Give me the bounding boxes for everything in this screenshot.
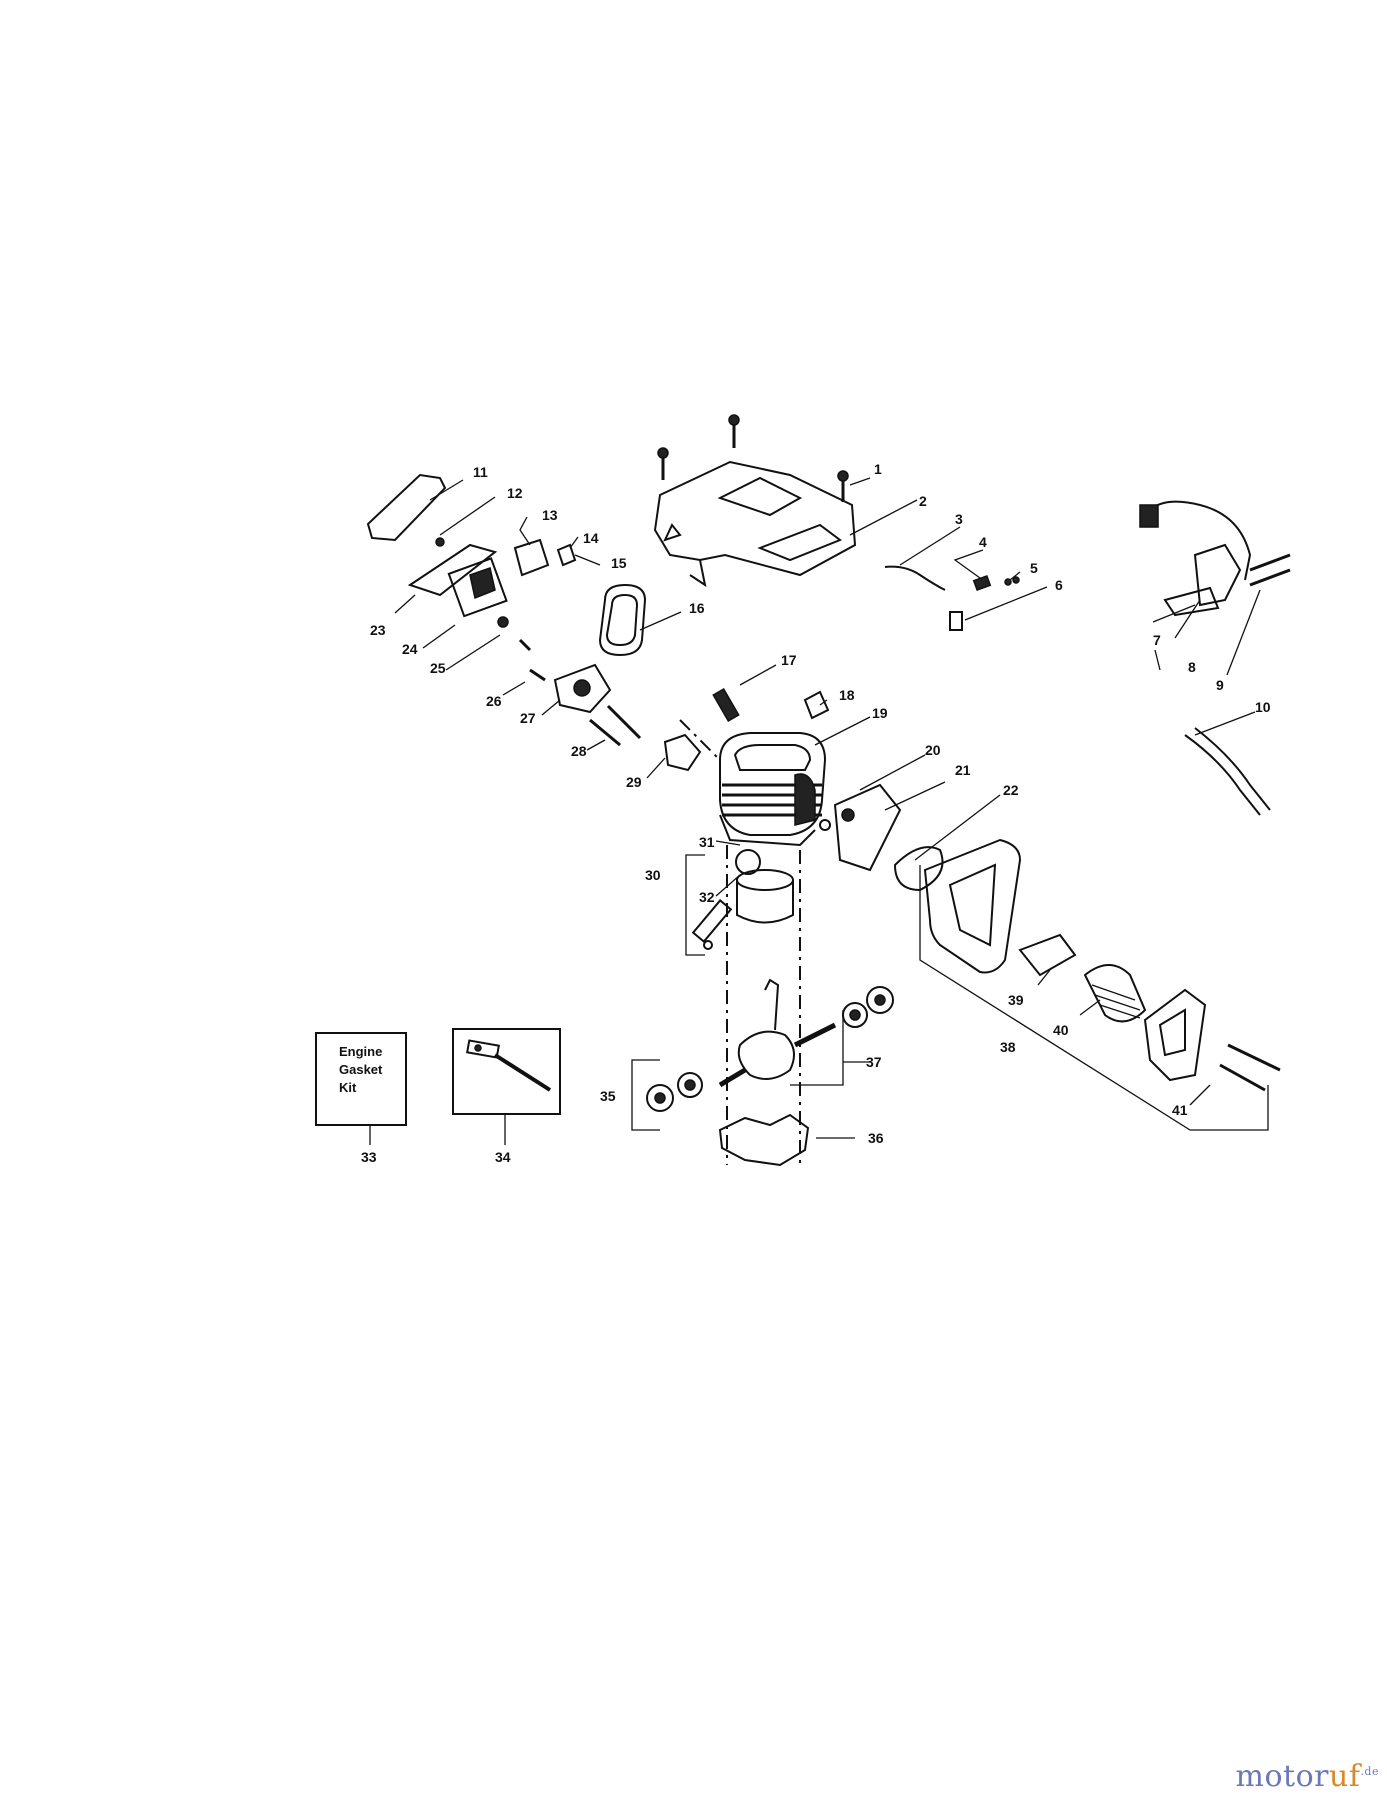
callout-7: 7 [1153, 632, 1161, 648]
carburetor-icon [407, 537, 577, 628]
callout-5: 5 [1030, 560, 1038, 576]
kit-label-line3: Kit [339, 1080, 357, 1095]
callout-15: 15 [611, 555, 627, 571]
kit-label-line2: Gasket [339, 1062, 383, 1077]
screw-icon [657, 414, 849, 502]
air-filter-icon [366, 473, 447, 542]
callout-24: 24 [402, 641, 418, 657]
callout-23: 23 [370, 622, 386, 638]
callout-2: 2 [919, 493, 927, 509]
watermark-part-3: .de [1360, 1765, 1379, 1778]
wrench-icon [466, 1039, 552, 1092]
callout-40: 40 [1053, 1022, 1069, 1038]
callout-9: 9 [1216, 677, 1224, 693]
muffler-gasket-icon [893, 846, 944, 892]
callout-14: 14 [583, 530, 599, 546]
callout-17: 17 [781, 652, 797, 668]
cylinder-icon [719, 732, 827, 847]
callout-10: 10 [1255, 699, 1271, 715]
intake-boot-icon [598, 583, 647, 657]
callout-25: 25 [430, 660, 446, 676]
leader-lines [369, 477, 1261, 1145]
bracket-30 [685, 854, 705, 956]
crankshaft-icon [718, 978, 894, 1088]
bracket-35 [631, 1059, 660, 1131]
crankcase-icon [718, 1113, 810, 1167]
callout-22: 22 [1003, 782, 1019, 798]
callout-41: 41 [1172, 1102, 1188, 1118]
callout-39: 39 [1008, 992, 1024, 1008]
ignition-wire-icon [1184, 727, 1271, 816]
callout-32: 32 [699, 889, 715, 905]
watermark-logo: motoruf.de [1236, 1759, 1379, 1794]
callout-31: 31 [699, 834, 715, 850]
callout-33: 33 [361, 1149, 377, 1165]
callout-1: 1 [874, 461, 882, 477]
ignition-coil-icon [1139, 500, 1291, 617]
callout-6: 6 [1055, 577, 1063, 593]
bracket-37 [790, 1010, 844, 1086]
callout-35: 35 [600, 1088, 616, 1104]
watermark-part-2: uf [1329, 1759, 1361, 1794]
screw-icon [518, 638, 642, 747]
insulator-icon [663, 733, 702, 772]
callout-34: 34 [495, 1149, 511, 1165]
callout-18: 18 [839, 687, 855, 703]
piston-icon [691, 849, 794, 950]
callout-30: 30 [645, 867, 661, 883]
callout-38: 38 [1000, 1039, 1016, 1055]
callout-3: 3 [955, 511, 963, 527]
kit-label-line1: Engine [339, 1044, 382, 1059]
callout-27: 27 [520, 710, 536, 726]
fuel-line-icon [884, 565, 1020, 631]
bearing-icon [646, 1072, 703, 1112]
gasket-kit-box [315, 1032, 407, 1126]
callout-4: 4 [979, 534, 987, 550]
spark-plug-icon [712, 687, 830, 723]
muffler-icon [923, 838, 1281, 1092]
callout-36: 36 [868, 1130, 884, 1146]
tool-box [452, 1028, 561, 1115]
callout-21: 21 [955, 762, 971, 778]
callout-8: 8 [1188, 659, 1196, 675]
callout-26: 26 [486, 693, 502, 709]
callout-19: 19 [872, 705, 888, 721]
callout-16: 16 [689, 600, 705, 616]
callout-13: 13 [542, 507, 558, 523]
dashed-intake-line [679, 719, 721, 761]
callout-29: 29 [626, 774, 642, 790]
exhaust-gasket-icon [819, 783, 902, 872]
callout-37: 37 [866, 1054, 882, 1070]
engine-cover-icon [653, 460, 857, 588]
catalyst-icon [1083, 964, 1147, 1023]
callout-labels: 1 2 3 4 5 6 7 8 9 10 11 12 13 14 15 16 1… [361, 461, 1271, 1165]
callout-12: 12 [507, 485, 523, 501]
callout-20: 20 [925, 742, 941, 758]
watermark-part-1: motor [1235, 1759, 1329, 1794]
callout-11: 11 [473, 464, 488, 480]
bracket-38 [919, 865, 1269, 1131]
callout-28: 28 [571, 743, 587, 759]
